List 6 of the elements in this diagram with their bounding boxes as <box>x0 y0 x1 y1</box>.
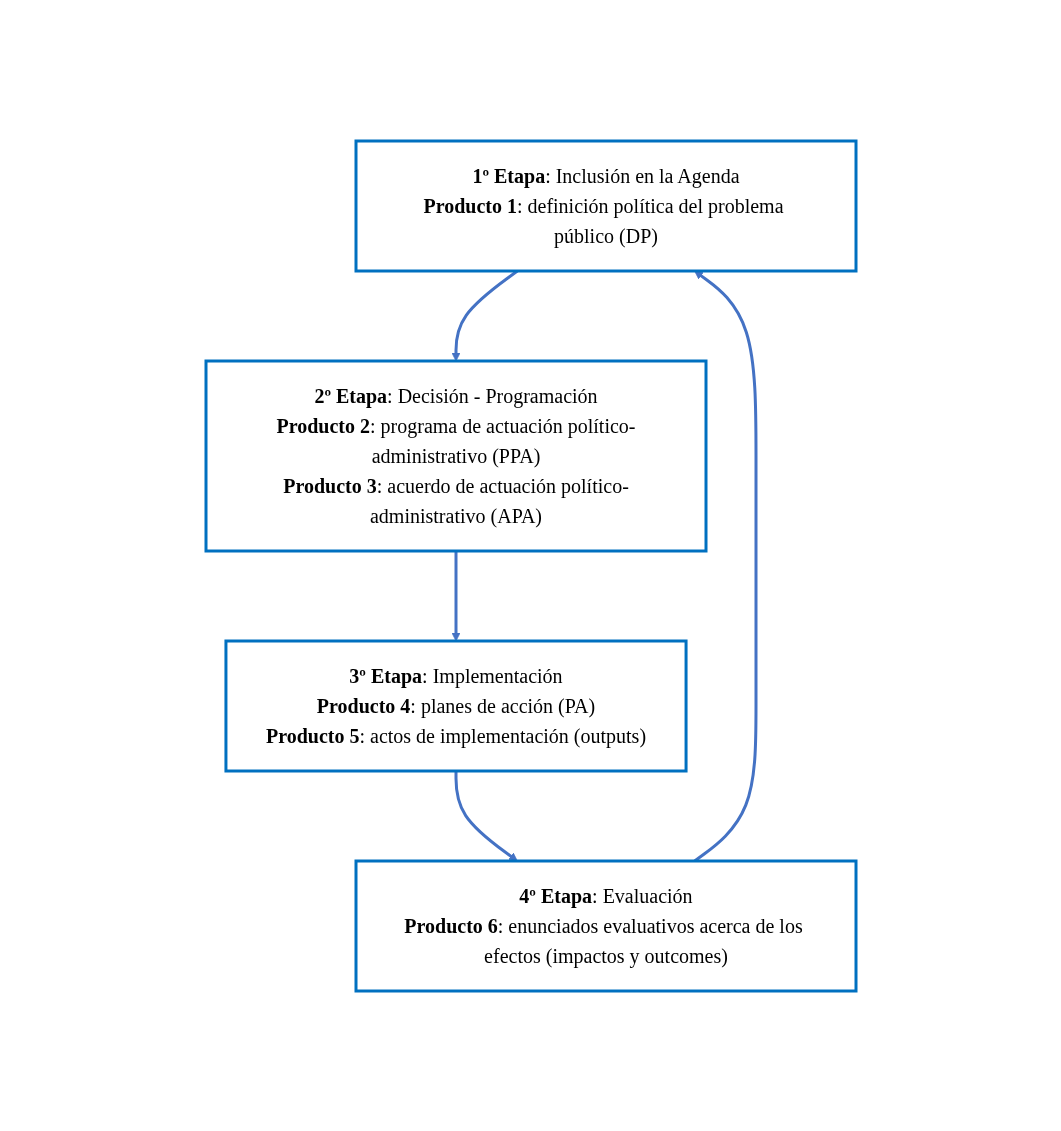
arrow <box>454 770 518 861</box>
arrow <box>451 550 460 641</box>
node-box: 1º Etapa: Inclusión en la Agenda Producto 1: definición política del problema público (DP) <box>354 139 857 272</box>
node-box: 4º Etapa: Evaluación Producto 6: enunciados evaluativos acerca de los efectos (impactos y outcomes) <box>354 859 857 992</box>
node-box: 2º Etapa: Decisión - Programación Producto 2: programa de actuación político-administrativo (PPA) Producto 3: acuerdo de actuación político-administrativo (APA) <box>204 359 707 552</box>
node-box: 3º Etapa: Implementación Producto 4: planes de acción (PA) Producto 5: actos de implementación (outputs) <box>223 639 688 772</box>
